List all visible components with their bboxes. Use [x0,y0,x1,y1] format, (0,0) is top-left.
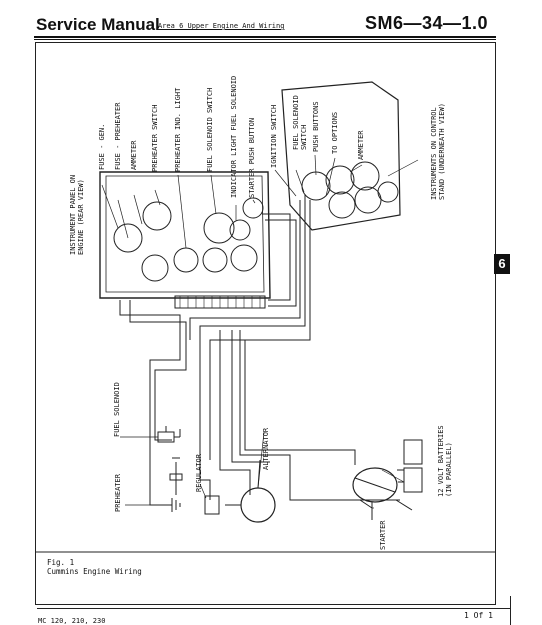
figure-caption-text: Cummins Engine Wiring [47,567,142,576]
label-fuse-gen: FUSE - GEN. [98,124,106,170]
fuel-solenoid-switch-dial [203,212,235,244]
header-rule-thin [34,39,496,40]
ammeter-gauge-left [142,201,172,231]
label-regulator: REGULATOR [195,453,203,492]
page-title: Service Manual [36,15,160,34]
label-push-buttons: PUSH BUTTONS [312,101,320,152]
label-indicator-light-fuel-solenoid: INDICATOR LIGHT FUEL SOLENOID [230,76,238,198]
instrument-dial-5 [354,186,382,214]
label-fuel-solenoid-switch-2b: SWITCH [300,125,308,150]
page-number: 1 Of 1 [464,611,493,620]
footer-rule [37,608,510,609]
page-subtitle: Area 6 Upper Engine And Wiring [158,22,285,30]
label-preheater-switch: PREHEATER SWITCH [151,105,159,172]
instrument-panel-outline [99,171,271,299]
preheater-gauge [141,254,169,282]
label-starter-push-button: STARTER PUSH BUTTON [248,118,256,198]
regulator-symbol [204,495,220,515]
starter-dial [230,244,258,272]
label-batteries-1: 12 VOLT BATTERIES [437,425,445,497]
label-instrument-panel-1: INSTRUMENT PANEL ON [69,175,77,255]
alternator-symbol [240,487,276,523]
label-ammeter-left: AMMETER [130,140,138,170]
label-instrument-panel-2: ENGINE (REAR VIEW) [77,179,85,255]
label-preheater: PREHEATER [114,473,122,512]
label-ammeter-right: AMMETER [357,130,365,160]
footer-model-list: MC 120, 210, 230 [38,617,106,625]
indicator-light-dial [202,247,228,273]
ignition-dial [242,197,264,219]
instrument-dial-6 [377,181,399,203]
fuse-gen-gauge [113,223,143,253]
instrument-dial-2 [325,165,355,195]
starter-symbol [352,467,398,503]
battery-2 [403,467,423,493]
preheater-ind-light [173,247,199,273]
figure-frame [35,42,496,605]
label-ignition-switch: IGNITION SWITCH [270,105,278,168]
label-fuse-preheater: FUSE - PREHEATER [114,102,122,170]
label-batteries-2: (IN PARALLEL) [445,442,453,497]
preheater-symbol [160,498,181,512]
label-fuel-solenoid: FUEL SOLENOID [113,382,121,437]
label-starter: STARTER [379,520,387,550]
label-fuel-solenoid-switch: FUEL SOLENOID SWITCH [206,88,214,172]
figure-caption: Fig. 1 Cummins Engine Wiring [47,558,142,576]
instrument-dial-4 [328,191,356,219]
label-to-options: TO OPTIONS [331,112,339,154]
label-instruments-control-1: INSTRUMENTS ON CONTROL [430,107,438,200]
label-fuel-solenoid-switch-2a: FUEL SOLENOID [292,95,300,150]
section-tab: 6 [494,254,510,274]
control-stand-outline [281,81,401,231]
document-code: SM6—34—1.0 [364,13,488,33]
instrument-dial-3 [350,161,380,191]
label-instruments-control-2: STAND (UNDERNEATH VIEW) [438,103,446,200]
label-alternator: ALTERNATOR [262,427,270,470]
label-preheater-ind-light: PREHEATER IND. LIGHT [174,87,182,172]
header-rule [34,36,496,38]
battery-1 [403,439,423,465]
footer-tick [510,596,511,625]
figure-number: Fig. 1 [47,558,75,567]
